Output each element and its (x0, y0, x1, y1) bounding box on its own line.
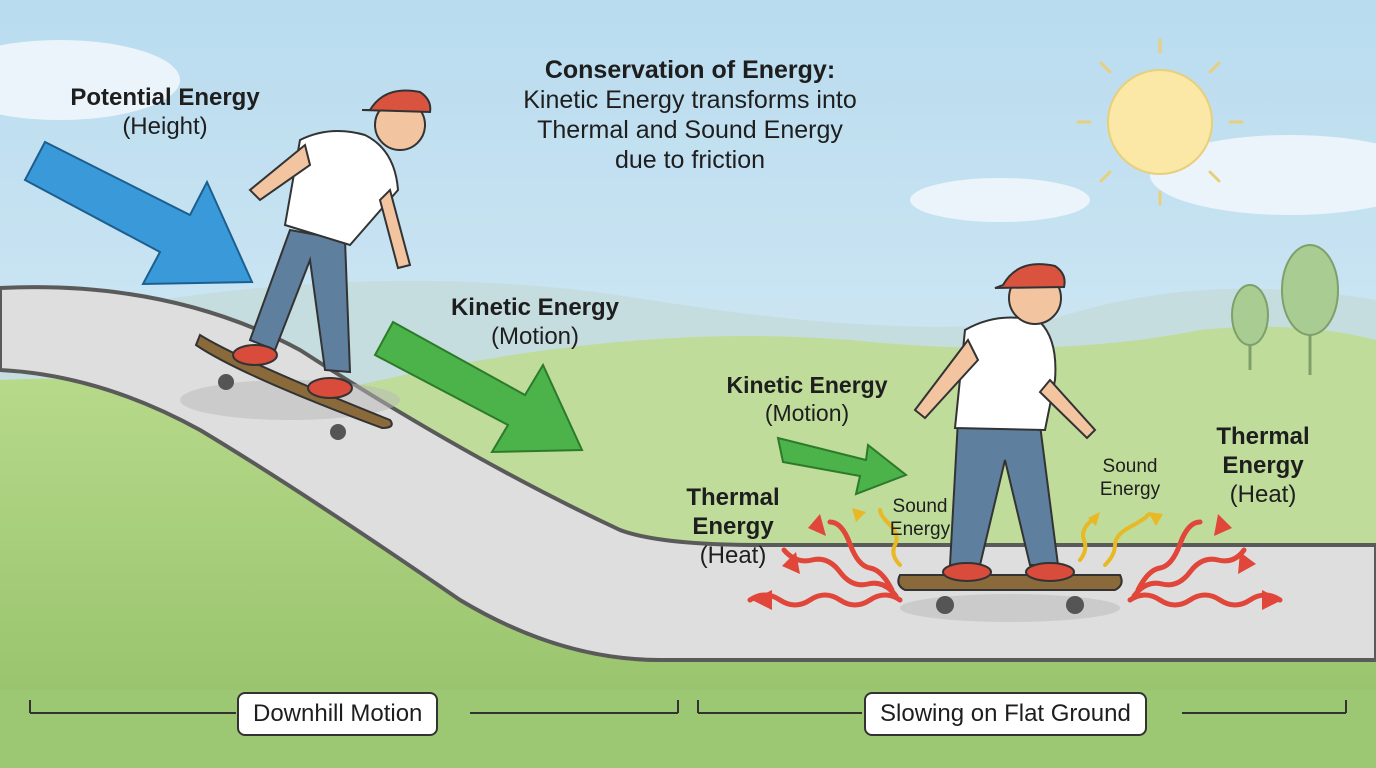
kinetic-energy-name-1: Kinetic Energy (450, 294, 620, 321)
thermal-right-sub: (Heat) (1229, 480, 1297, 508)
potential-energy-label: Potential Energy (Height) (40, 84, 290, 142)
heat-arrows-right (1127, 519, 1283, 608)
sun-icon (1076, 38, 1244, 206)
sound-left-line1: Sound (892, 496, 948, 517)
skater-flat (897, 263, 1123, 622)
potential-energy-arrow (23, 140, 254, 286)
section-downhill-label: Downhill Motion (237, 692, 439, 736)
kinetic-energy-arrow (373, 320, 584, 454)
potential-energy-sub: (Height) (122, 112, 208, 140)
thermal-right-line2: Energy (1222, 451, 1304, 479)
sound-energy-label-left: Sound Energy (870, 496, 970, 542)
title-line-3: due to friction (614, 146, 766, 174)
title-line-1: Kinetic Energy transforms into (523, 86, 857, 114)
thermal-left-line2: Energy (692, 512, 774, 540)
section-flat-label: Slowing on Flat Ground (864, 692, 1147, 736)
title-heading: Conservation of Energy: (544, 56, 836, 84)
thermal-energy-label-left: Thermal Energy (Heat) (668, 484, 798, 570)
heat-arrowheads (752, 514, 1282, 610)
kinetic-energy-label-2: Kinetic Energy (Motion) (692, 372, 922, 427)
kinetic-energy-arrow-small (776, 436, 909, 496)
kinetic-energy-label-1: Kinetic Energy (Motion) (420, 294, 650, 352)
thermal-left-line1: Thermal (686, 484, 780, 511)
sound-arrowheads (852, 508, 1163, 526)
thermal-left-sub: (Heat) (699, 541, 767, 569)
sound-right-line2: Energy (1099, 478, 1161, 500)
heat-arrows-left (747, 519, 903, 608)
sound-left-line2: Energy (889, 518, 951, 540)
sound-energy-label-right: Sound Energy (1080, 456, 1180, 502)
clouds (0, 40, 1376, 222)
kinetic-energy-sub-1: (Motion) (490, 322, 580, 350)
kinetic-energy-sub-2: (Motion) (764, 399, 850, 426)
title-block: Conservation of Energy: Kinetic Energy t… (480, 55, 900, 175)
sound-right-line1: Sound (1102, 456, 1158, 477)
section-brackets (29, 700, 1347, 714)
bottom-grass (0, 690, 1376, 768)
kinetic-energy-name-2: Kinetic Energy (726, 372, 888, 398)
thermal-energy-label-right: Thermal Energy (Heat) (1198, 423, 1328, 509)
potential-energy-name: Potential Energy (70, 84, 260, 111)
title-line-2: Thermal and Sound Energy (537, 116, 843, 144)
sound-arrows (878, 508, 1150, 567)
tree-icon (1231, 244, 1339, 375)
thermal-right-line1: Thermal (1216, 423, 1310, 450)
skater-downhill (180, 89, 432, 440)
